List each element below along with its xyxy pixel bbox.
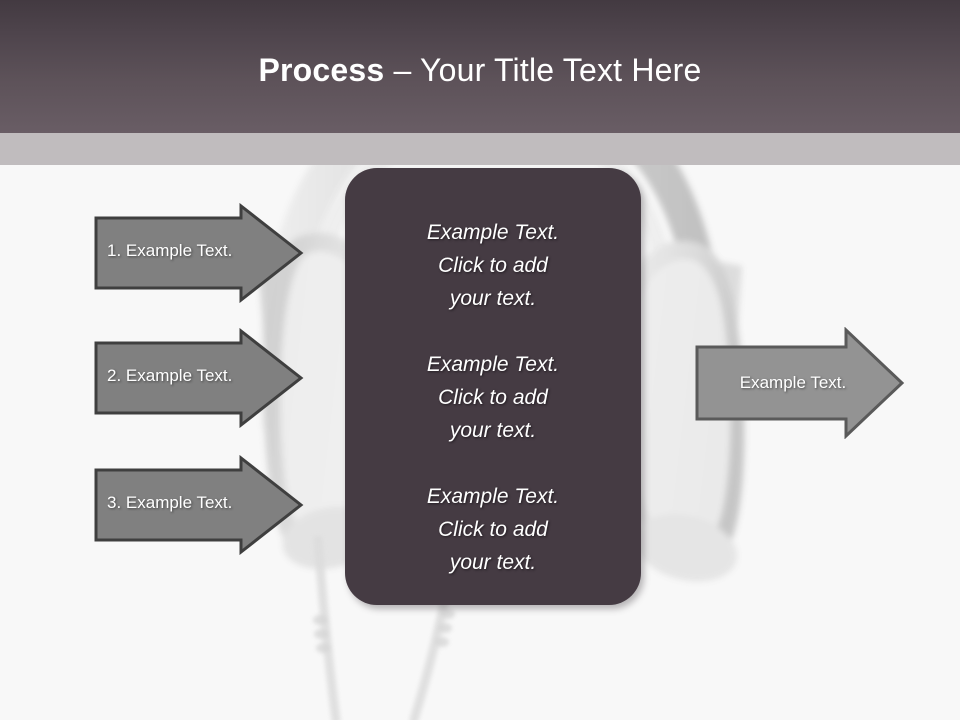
page-title-rest: – Your Title Text Here [384,52,702,88]
page-title-bold: Process [258,52,385,88]
page-title: Process – Your Title Text Here [0,50,960,90]
title-band [0,0,960,133]
process-step-arrow-3[interactable]: 3. Example Text. [93,455,305,555]
process-step-arrow-2[interactable]: 2. Example Text. [93,328,305,428]
process-outcome-arrow[interactable]: Example Text. [694,327,906,439]
panel-text-block-2: Example Text. Click to add your text. [426,353,560,442]
arrow-right-shape-icon [94,328,304,428]
process-step-arrow-3-label: 3. Example Text. [107,493,233,512]
panel-text-block-3: Example Text. Click to add your text. [426,485,560,574]
panel-spacer-1 [371,315,615,348]
process-step-arrow-1[interactable]: 1. Example Text. [93,203,305,303]
process-step-arrow-2-label: 2. Example Text. [107,366,233,385]
panel-spacer-2 [371,447,615,480]
process-outcome-arrow-label: Example Text. [739,373,847,392]
process-step-arrow-1-label: 1. Example Text. [107,241,233,260]
arrow-right-shape-icon [695,327,905,439]
panel-text-block-1: Example Text. Click to add your text. [426,221,560,310]
process-detail-panel[interactable]: Example Text. Click to add your text. Ex… [345,168,641,605]
header-divider-bar [0,133,960,165]
arrow-right-shape-icon [94,203,304,303]
arrow-right-shape-icon [94,455,304,555]
